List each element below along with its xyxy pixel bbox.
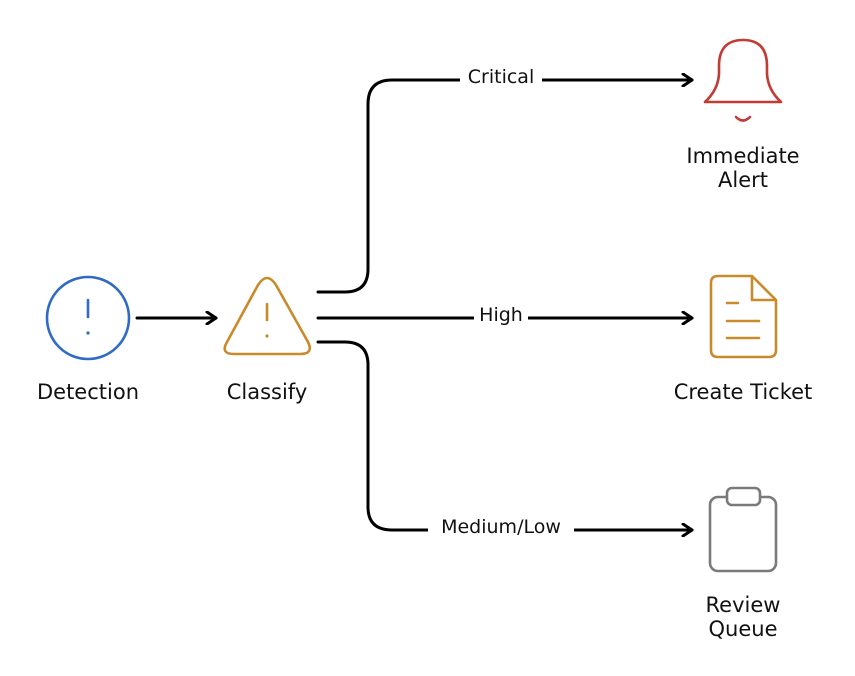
edge-label-bg-critical (460, 64, 542, 90)
bell-icon (703, 38, 783, 122)
warning-triangle-icon (223, 276, 312, 356)
edges (135, 80, 694, 530)
node-label-classify: Classify (227, 380, 308, 404)
edge-label-medium-low: Medium/Low (441, 516, 561, 538)
edge-label-high: High (479, 304, 523, 326)
document-icon (709, 274, 778, 359)
edge-label-bg-medium-low (428, 514, 574, 540)
edge-label-critical: Critical (468, 66, 534, 88)
node-classify: Classify (223, 276, 312, 404)
exclamation-circle-icon (45, 275, 131, 361)
node-label-alert-line-1: Immediate (686, 144, 799, 168)
node-label-ticket: Create Ticket (674, 380, 813, 404)
node-create-ticket: Create Ticket (674, 274, 813, 404)
node-label-queue-line-1: Review (706, 593, 781, 617)
clipboard-icon (708, 486, 778, 573)
node-label-alert-line-2: Alert (718, 168, 768, 192)
edge-label-bg-high (474, 302, 528, 328)
node-immediate-alert: Immediate Alert (686, 38, 800, 192)
edge-critical (316, 80, 694, 294)
edge-medium-low (316, 340, 694, 530)
node-label-detection: Detection (37, 380, 139, 404)
node-label-queue-line-2: Queue (709, 617, 778, 641)
node-review-queue: Review Queue (706, 486, 781, 641)
edge-labels: Critical High Medium/Low (428, 64, 574, 540)
node-detection: Detection (37, 275, 139, 404)
